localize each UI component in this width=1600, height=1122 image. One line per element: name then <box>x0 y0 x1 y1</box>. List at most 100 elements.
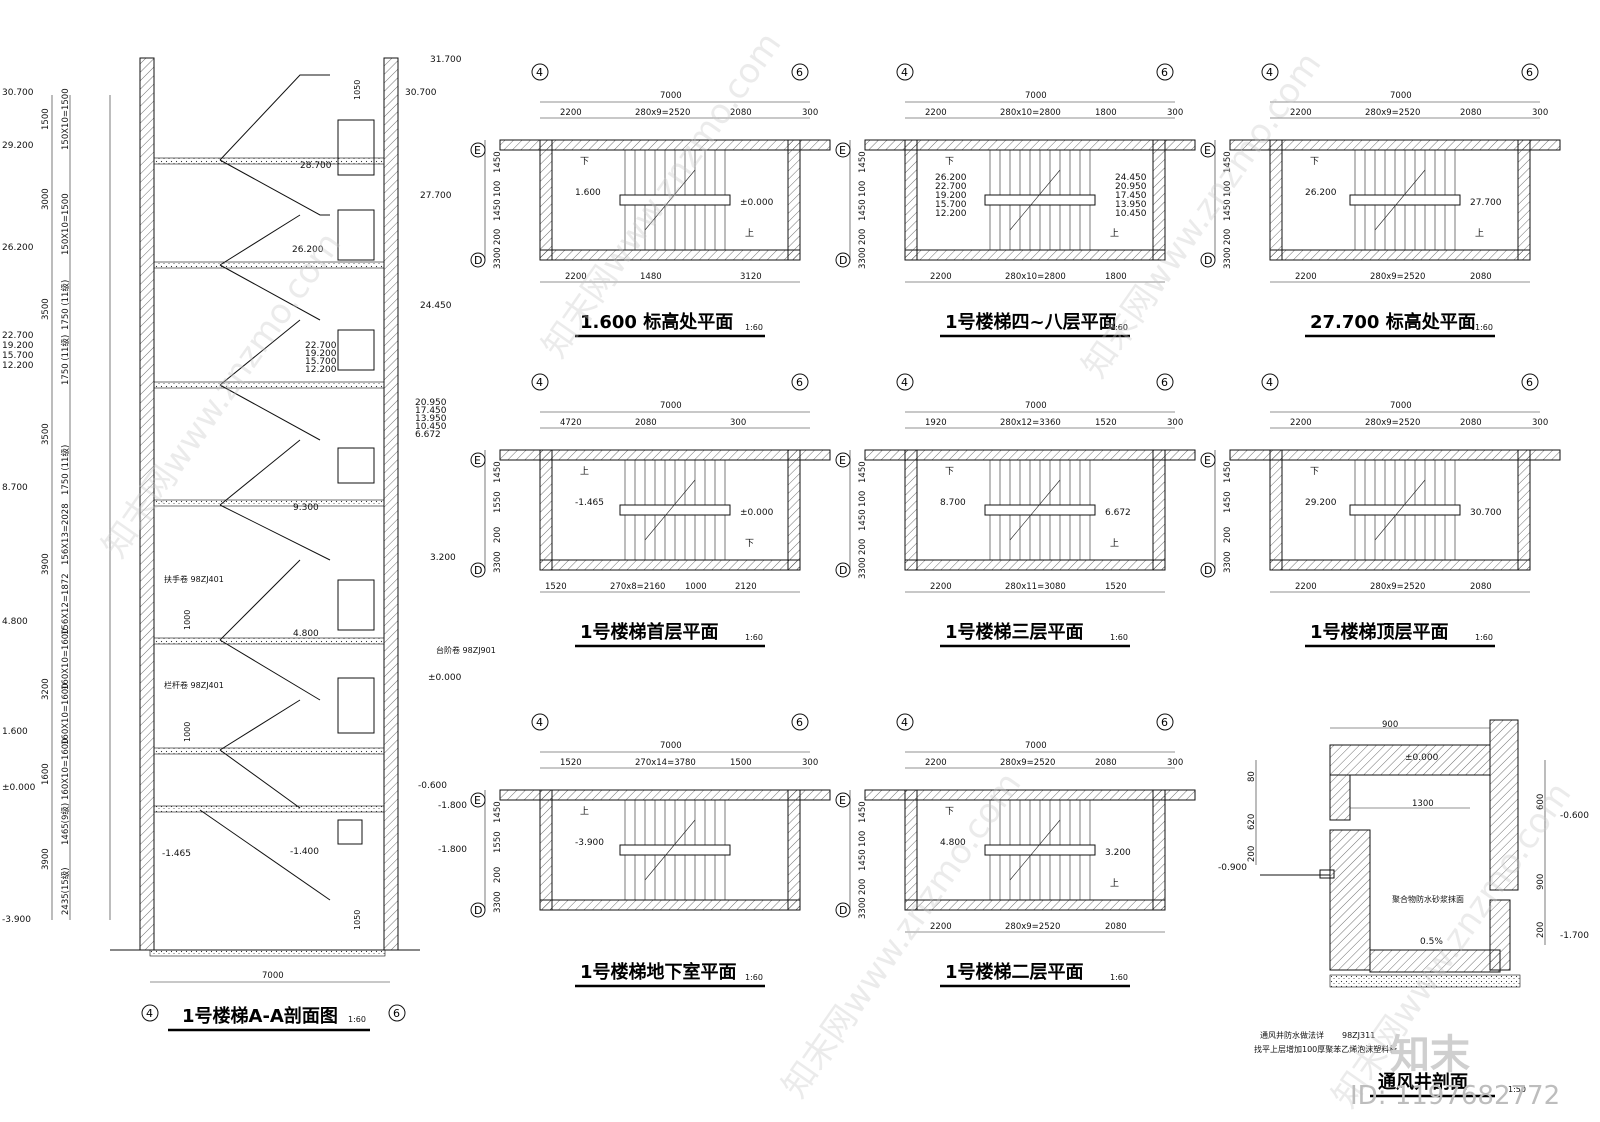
sdim-0: 150X10=1500 <box>61 88 71 150</box>
vdim-7: 3900 <box>41 848 51 870</box>
axis-6-circle <box>1156 63 1174 81</box>
wm-brand-4: 知末网www.znzmo.com <box>1075 45 1330 385</box>
plan-level: 3.200 <box>1105 848 1131 858</box>
plan-level: 22.700 <box>935 182 967 192</box>
plan-wall-bottom <box>904 559 1166 571</box>
vent-dim-600: 600 <box>1536 794 1546 810</box>
plan-wall-top-ext <box>864 139 906 151</box>
plan-top-dim: 300 <box>1167 418 1183 428</box>
axis-4-circle <box>896 373 914 391</box>
plan-level: 19.200 <box>935 191 967 201</box>
plan-side-dim: 200 <box>858 229 868 245</box>
plan-side-dim: 100 <box>493 181 503 197</box>
lv-right-4: 20.950 <box>415 398 447 408</box>
plan-updown-label: 上 <box>1475 228 1484 239</box>
plan-bottom-dim: 270x8=2160 <box>610 582 665 592</box>
axis-6-circle <box>1521 373 1539 391</box>
plan-wall-top-ext2 <box>799 449 831 461</box>
plan-level: ±0.000 <box>740 198 774 208</box>
plan-axis-d: D <box>1204 254 1212 267</box>
plan-axis-6: 6 <box>796 716 803 729</box>
plan-side-dim: 200 <box>493 867 503 883</box>
vent-dim-200: 200 <box>1247 846 1257 862</box>
lv-left-5: 15.700 <box>2 351 34 361</box>
break-line <box>1009 169 1061 231</box>
lv-left-2: 26.200 <box>2 243 34 253</box>
sdim-3: 1750 (11级) <box>60 335 71 385</box>
plan-top-dim: 1520 <box>560 758 582 768</box>
note-1050-top: 1050 <box>353 80 362 100</box>
section-inner-levels: 28.700 26.200 22.700 19.200 15.700 12.20… <box>162 161 337 859</box>
axis-4-circle <box>896 63 914 81</box>
plan-wall-left <box>1269 139 1283 261</box>
plan-scale: 1:60 <box>1110 973 1128 982</box>
note-step: 台阶卷 98ZJ901 <box>436 645 496 655</box>
plan-wall-top-ext2 <box>799 789 831 801</box>
plan-title: 27.700 标高处平面 <box>1310 311 1476 333</box>
sdim-8: 160X10=1600 <box>61 683 71 745</box>
plan-wall-top <box>539 789 801 801</box>
plan-total-dim: 7000 <box>1025 741 1047 751</box>
axis-6-circle <box>791 713 809 731</box>
plan-bottom-dim: 2200 <box>930 582 952 592</box>
plan-updown-label: 下 <box>1310 157 1319 167</box>
plan-updown-label: 下 <box>745 539 754 549</box>
break-line <box>1009 479 1061 541</box>
note-railing: 栏杆卷 98ZJ401 <box>164 680 224 690</box>
plan-title: 1.600 标高处平面 <box>580 311 733 333</box>
plan-wall-right <box>1152 789 1166 911</box>
plan-wall-top-ext2 <box>1164 449 1196 461</box>
plan-axis-4: 4 <box>1266 66 1273 79</box>
plan-axis-4: 4 <box>901 376 908 389</box>
plan-wall-right <box>1517 449 1531 571</box>
vdim-4: 3900 <box>41 553 51 575</box>
plan-bottom-dim: 2200 <box>930 272 952 282</box>
axis-4-circle <box>896 713 914 731</box>
sdim-4: 1750 (11级) <box>60 445 71 495</box>
lv-inner-5: 12.200 <box>305 365 337 375</box>
plan-wall-left <box>539 139 553 261</box>
lv-inner-6: 9.300 <box>293 503 319 513</box>
lv-right-0: 31.700 <box>430 55 462 65</box>
section-notes: 扶手卷 98ZJ401 栏杆卷 98ZJ401 台阶卷 98ZJ901 1050… <box>164 80 496 930</box>
plan-side-dim: 3300 <box>1223 551 1233 573</box>
plan-updown-label: 下 <box>945 467 954 477</box>
vent-lv-2: -0.600 <box>1560 811 1589 821</box>
break-line <box>1374 479 1426 541</box>
plan-axis-d: D <box>474 564 482 577</box>
plan-side-dim: 1450 <box>858 461 868 483</box>
plan-side-dim: 1550 <box>493 491 503 513</box>
plan-side-dim: 1450 <box>493 199 503 221</box>
plan-level: 15.700 <box>935 200 967 210</box>
plan-scale: 1:60 <box>1475 633 1493 642</box>
break-line <box>644 479 696 541</box>
section-slabs <box>153 157 385 813</box>
plan-bottom-dim: 280x9=2520 <box>1005 922 1060 932</box>
plan-bottom-dim: 280x10=2800 <box>1005 272 1066 282</box>
plan-top-dim: 2200 <box>1290 108 1312 118</box>
axis-d-circle <box>835 252 851 268</box>
plan-axis-e: E <box>839 144 846 157</box>
axis-e-circle <box>470 452 486 468</box>
plan-axis-6: 6 <box>1161 716 1168 729</box>
plan-top-dim: 1800 <box>1095 108 1117 118</box>
lv-inner-0: 28.700 <box>300 161 332 171</box>
axis-e-circle <box>835 142 851 158</box>
vent-note-0: 通风井防水做法详 <box>1260 1030 1324 1040</box>
plan-axis-e: E <box>1204 144 1211 157</box>
plan-wall-top <box>539 449 801 461</box>
plan-total-dim: 7000 <box>660 741 682 751</box>
handrail <box>619 504 731 516</box>
handrail <box>984 844 1096 856</box>
lv-left-7: 8.700 <box>2 483 28 493</box>
vent-lv-0: ±0.000 <box>1405 753 1439 763</box>
plan-axis-6: 6 <box>796 376 803 389</box>
plan-wall-top-ext <box>1229 449 1271 461</box>
lv-right-5: 17.450 <box>415 406 447 416</box>
plan-side-dim: 3300 <box>858 247 868 269</box>
vent-dim-200b: 200 <box>1536 922 1546 938</box>
plan-top-dim: 1920 <box>925 418 947 428</box>
vent-title: 通风井剖面 <box>1378 1071 1468 1093</box>
plan-updown-label: 上 <box>1110 878 1119 889</box>
